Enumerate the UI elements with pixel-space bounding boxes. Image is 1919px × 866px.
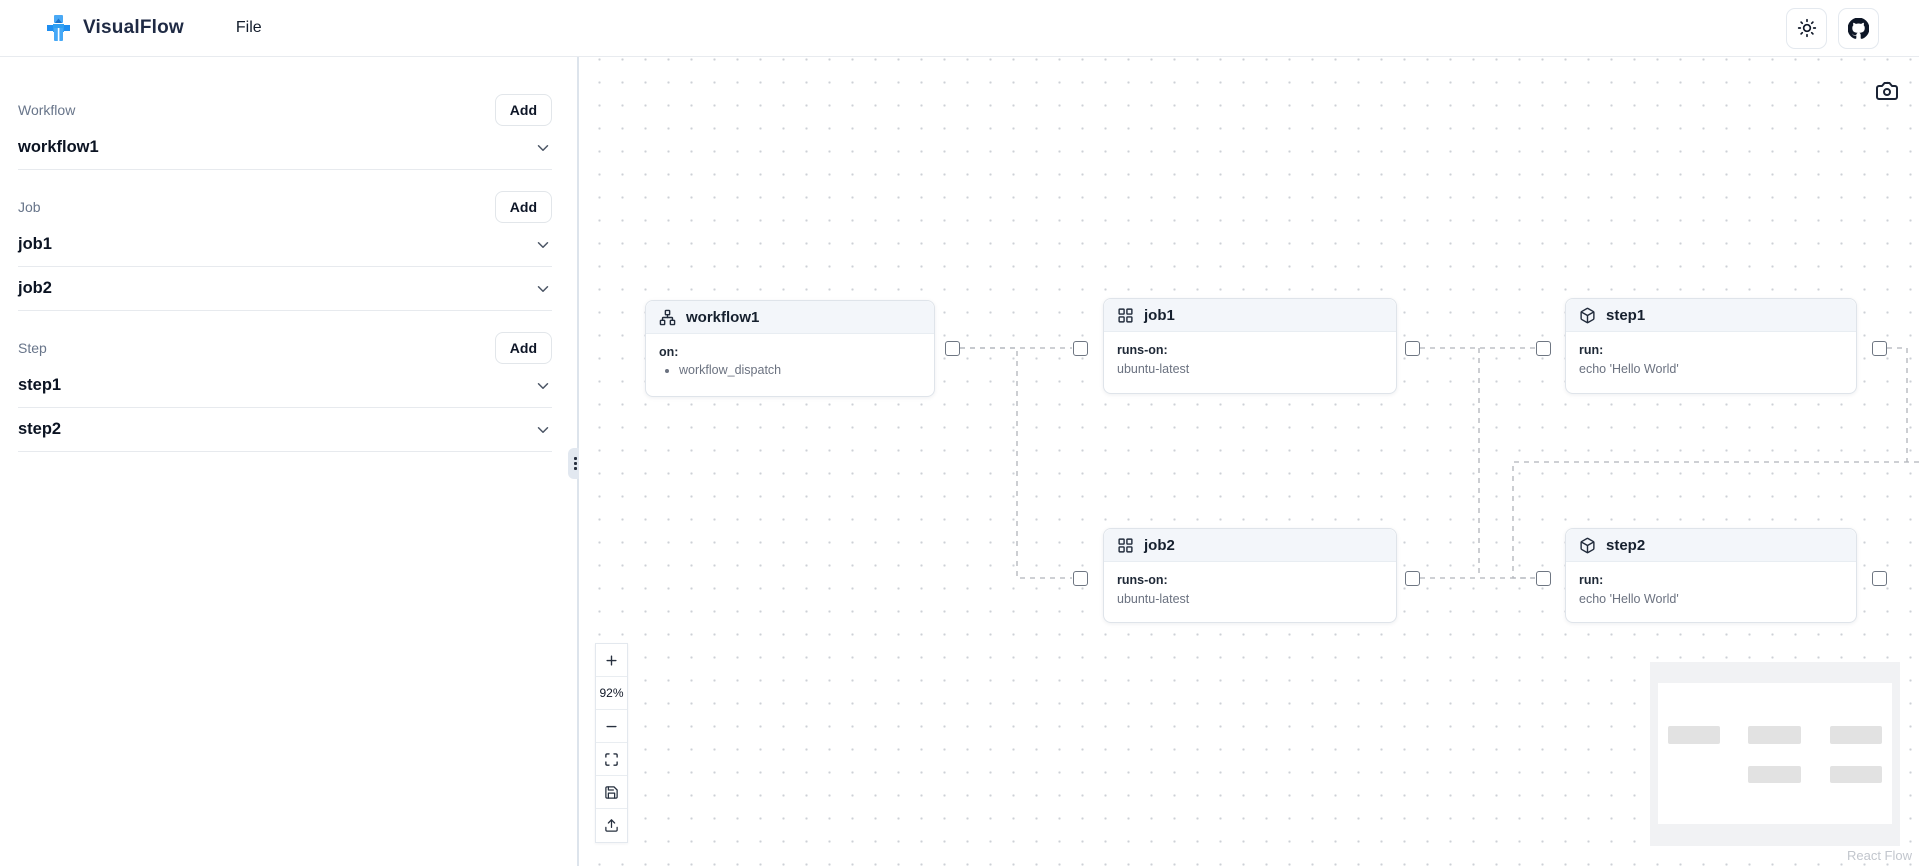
handle-job2-target[interactable]	[1072, 570, 1088, 586]
maximize-icon	[604, 752, 619, 767]
node-field-label: on:	[659, 345, 679, 359]
grid-icon	[1117, 307, 1134, 324]
add-workflow-button[interactable]: Add	[494, 94, 552, 126]
node-field-label: runs-on:	[1117, 343, 1168, 357]
node-title: workflow1	[686, 308, 760, 326]
node-field-label: run:	[1579, 343, 1604, 357]
theme-toggle-button[interactable]	[1786, 7, 1827, 49]
step-section: Step Add step1 step2	[18, 332, 552, 452]
plus-icon	[604, 653, 619, 668]
brand: VisualFlow	[44, 14, 184, 42]
brand-title: VisualFlow	[83, 17, 184, 38]
handle-workflow1-source[interactable]	[944, 340, 960, 356]
add-step-button[interactable]: Add	[494, 332, 552, 364]
handle-step1-source[interactable]	[1871, 340, 1887, 356]
minimap-node	[1830, 726, 1882, 744]
top-navbar: VisualFlow File	[0, 0, 1919, 57]
node-field-value: ubuntu-latest	[1117, 592, 1190, 607]
handle-job1-target[interactable]	[1072, 340, 1088, 356]
save-button[interactable]	[596, 776, 627, 809]
step-section-label: Step	[18, 340, 47, 356]
zoom-level-indicator: 92%	[596, 677, 627, 710]
grid-icon	[1117, 537, 1134, 554]
chevron-down-icon	[534, 139, 552, 157]
flow-canvas[interactable]: workflow1 on: workflow_dispatch job1	[579, 57, 1919, 866]
sidebar-item-job2[interactable]: job2	[18, 267, 552, 311]
handle-job1-source[interactable]	[1404, 340, 1420, 356]
sidebar-item-step2[interactable]: step2	[18, 408, 552, 452]
flow-controls: 92%	[595, 643, 628, 843]
job-section-label: Job	[18, 199, 41, 215]
upload-button[interactable]	[596, 809, 627, 842]
node-field-value: workflow_dispatch	[679, 363, 921, 377]
github-button[interactable]	[1838, 7, 1879, 49]
workflow-section-label: Workflow	[18, 102, 76, 118]
node-job2[interactable]: job2 runs-on: ubuntu-latest	[1103, 528, 1397, 623]
minus-icon	[604, 719, 619, 734]
chevron-down-icon	[534, 280, 552, 298]
save-icon	[604, 785, 619, 800]
node-field-label: runs-on:	[1117, 573, 1168, 587]
zoom-out-button[interactable]	[596, 710, 627, 743]
minimap-node	[1748, 766, 1801, 783]
file-menu[interactable]: File	[235, 19, 262, 36]
react-flow-attribution: React Flow	[1846, 848, 1912, 863]
minimap-node	[1748, 726, 1801, 744]
minimap[interactable]	[1650, 662, 1900, 846]
node-field-label: run:	[1579, 573, 1604, 587]
zoom-in-button[interactable]	[596, 644, 627, 677]
node-field-value: echo 'Hello World'	[1579, 362, 1679, 377]
workflow-icon	[659, 309, 676, 326]
sidebar-item-workflow1[interactable]: workflow1	[18, 126, 552, 170]
node-field-value: echo 'Hello World'	[1579, 592, 1679, 607]
minimap-node	[1830, 766, 1882, 783]
handle-step1-target[interactable]	[1535, 340, 1551, 356]
handle-job2-source[interactable]	[1404, 570, 1420, 586]
node-title: step2	[1606, 536, 1646, 554]
github-icon	[1848, 17, 1869, 39]
camera-icon	[1875, 79, 1899, 103]
chevron-down-icon	[534, 236, 552, 254]
job-section: Job Add job1 job2	[18, 191, 552, 311]
chevron-down-icon	[534, 377, 552, 395]
node-title: step1	[1606, 306, 1646, 324]
handle-step2-target[interactable]	[1535, 570, 1551, 586]
box-icon	[1579, 537, 1596, 554]
sidebar-item-step1[interactable]: step1	[18, 364, 552, 408]
screenshot-button[interactable]	[1874, 78, 1900, 104]
node-field-value: ubuntu-latest	[1117, 362, 1190, 377]
node-workflow1[interactable]: workflow1 on: workflow_dispatch	[645, 300, 935, 397]
upload-icon	[604, 818, 619, 833]
node-title: job2	[1144, 536, 1175, 554]
box-icon	[1579, 307, 1596, 324]
sun-icon	[1797, 18, 1817, 38]
visualflow-logo-icon	[47, 15, 70, 41]
fit-view-button[interactable]	[596, 743, 627, 776]
minimap-node	[1668, 726, 1720, 744]
node-step2[interactable]: step2 run: echo 'Hello World'	[1565, 528, 1857, 623]
sidebar-item-job1[interactable]: job1	[18, 223, 552, 267]
sidebar: Workflow Add workflow1 Job Add job1	[0, 57, 577, 866]
workflow-section: Workflow Add workflow1	[18, 94, 552, 170]
minimap-viewport	[1658, 683, 1892, 824]
add-job-button[interactable]: Add	[494, 191, 552, 223]
node-step1[interactable]: step1 run: echo 'Hello World'	[1565, 298, 1857, 394]
node-job1[interactable]: job1 runs-on: ubuntu-latest	[1103, 298, 1397, 394]
handle-step2-source[interactable]	[1871, 570, 1887, 586]
chevron-down-icon	[534, 421, 552, 439]
node-title: job1	[1144, 306, 1175, 324]
